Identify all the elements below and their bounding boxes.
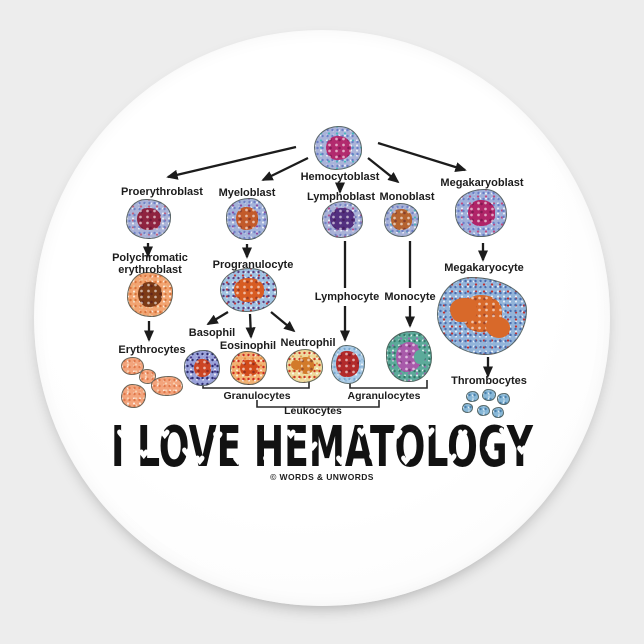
thrombocyte-cell bbox=[492, 407, 504, 418]
heart-icon bbox=[285, 429, 297, 442]
label-basophil: Basophil bbox=[188, 327, 236, 339]
bracket-agranulocytes bbox=[349, 380, 428, 389]
megakaryoblast-cell bbox=[455, 189, 507, 237]
heart-icon bbox=[159, 429, 171, 442]
label-agranulocytes: Agranulocytes bbox=[347, 390, 421, 402]
bracket-leukocytes bbox=[256, 400, 380, 408]
label-megakaryocyte: Megakaryocyte bbox=[444, 262, 524, 274]
heart-icon bbox=[212, 431, 224, 444]
label-myeloblast: Myeloblast bbox=[218, 187, 276, 199]
label-hemocytoblast: Hemocytoblast bbox=[300, 171, 380, 183]
thrombocyte-cell bbox=[466, 391, 479, 402]
heart-icon bbox=[484, 445, 496, 458]
arrow-hemocytoblast-myeloblast bbox=[261, 156, 309, 182]
heart-icon bbox=[335, 455, 347, 468]
label-polychromatic-erythroblast: Polychromatic erythroblast bbox=[112, 252, 188, 276]
label-granulocytes: Granulocytes bbox=[223, 390, 291, 402]
heart-icon bbox=[181, 447, 193, 460]
heart-icon bbox=[194, 455, 206, 468]
label-neutrophil: Neutrophil bbox=[280, 337, 336, 349]
heart-icon bbox=[446, 453, 458, 466]
lymphoblast-cell bbox=[322, 201, 363, 238]
thrombocyte-cell bbox=[477, 405, 490, 416]
label-monocyte: Monocyte bbox=[384, 291, 436, 303]
label-progranulocyte: Progranulocyte bbox=[212, 259, 294, 271]
heart-icon bbox=[498, 427, 510, 440]
erythrocyte-cell bbox=[121, 357, 144, 375]
heart-icon bbox=[356, 427, 368, 440]
heart-icon bbox=[516, 445, 528, 458]
heart-icon bbox=[392, 429, 404, 442]
erythrocyte-cell bbox=[121, 384, 146, 408]
label-thrombocytes: Thrombocytes bbox=[451, 375, 527, 387]
label-eosinophil: Eosinophil bbox=[219, 340, 277, 352]
label-lymphocyte: Lymphocyte bbox=[314, 291, 380, 303]
label-lymphoblast: Lymphoblast bbox=[306, 191, 376, 203]
erythrocyte-cell bbox=[151, 376, 183, 396]
heart-icon bbox=[138, 449, 150, 462]
heart-icon bbox=[307, 441, 319, 454]
copyright-credit: © WORDS & UNWORDS bbox=[270, 472, 374, 482]
arrow-progranulocyte-basophil bbox=[206, 311, 229, 325]
heart-icon bbox=[424, 427, 436, 440]
page-title: I LOVE HEMATOLOGY bbox=[111, 421, 534, 475]
heart-icon bbox=[116, 429, 128, 442]
arrow-hemocytoblast-megakaryoblast bbox=[377, 141, 467, 172]
label-erythrocytes: Erythrocytes bbox=[118, 344, 186, 356]
neutrophil-cell bbox=[286, 349, 323, 383]
hemocytoblast-cell bbox=[314, 126, 362, 170]
heart-icon bbox=[262, 455, 274, 468]
arrow-progranulocyte-eosinophil bbox=[245, 313, 256, 339]
lymphocyte-cell bbox=[331, 345, 365, 384]
erythrocyte-cell bbox=[139, 369, 156, 384]
eosinophil-cell bbox=[230, 351, 267, 385]
heart-icon bbox=[457, 429, 469, 442]
arrow-progranulocyte-neutrophil bbox=[270, 311, 296, 333]
title-block: I LOVE HEMATOLOGY bbox=[102, 421, 542, 475]
label-monoblast: Monoblast bbox=[379, 191, 435, 203]
heart-icon bbox=[368, 453, 380, 466]
label-proerythroblast: Proerythroblast bbox=[121, 186, 203, 198]
thrombocyte-cell bbox=[462, 403, 473, 413]
basophil-cell bbox=[184, 350, 220, 386]
arrow-hemocytoblast-proerythroblast bbox=[166, 145, 297, 180]
label-megakaryoblast: Megakaryoblast bbox=[440, 177, 524, 189]
heart-icon bbox=[232, 455, 244, 468]
myeloblast-cell bbox=[226, 198, 268, 240]
proerythroblast-cell bbox=[126, 199, 171, 239]
label-leukocytes: Leukocytes bbox=[284, 405, 342, 417]
monocyte-cell bbox=[386, 331, 432, 382]
label-polychromatic-line2: erythroblast bbox=[118, 264, 182, 276]
polychromatic-erythroblast-cell bbox=[127, 272, 173, 317]
arrow-hemocytoblast-monoblast bbox=[367, 157, 400, 184]
heart-icon bbox=[400, 455, 412, 468]
thrombocyte-cell bbox=[497, 393, 510, 405]
thrombocyte-cell bbox=[482, 389, 496, 401]
label-polychromatic-line1: Polychromatic bbox=[112, 252, 188, 264]
megakaryocyte-cell bbox=[437, 277, 527, 355]
monoblast-cell bbox=[384, 203, 419, 237]
progranulocyte-cell bbox=[220, 268, 277, 312]
